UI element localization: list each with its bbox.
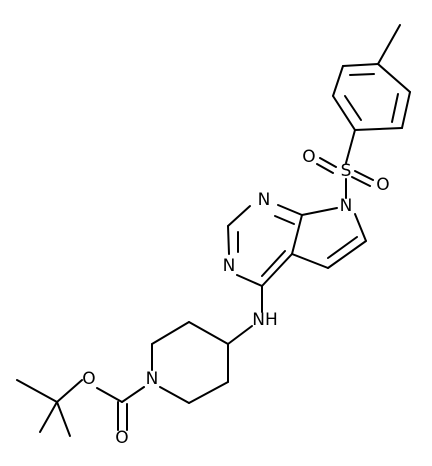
bond-Oester-Ctbu — [56, 379, 83, 403]
bond-Npip-Ccarb — [121, 386, 145, 403]
bond-pip-2 — [151, 321, 190, 345]
bond-S-O2-a — [354, 170, 374, 181]
bond-tol-2b — [391, 93, 399, 123]
atom-label-N1: N — [258, 190, 271, 210]
bond-pip-1 — [188, 321, 229, 345]
bond-tol-6b — [349, 73, 375, 76]
bond-pip-5 — [188, 381, 229, 404]
bond-C7a-N7 — [301, 207, 338, 216]
bond-Ccarb-Oester — [96, 387, 123, 403]
bond-C7a-N1 — [277, 204, 303, 216]
bond-tol-5 — [332, 65, 344, 97]
atom-label-N7: N — [340, 196, 353, 216]
bond-N1-C2 — [227, 205, 251, 227]
bond-tol-3 — [354, 127, 403, 131]
bond-C6-C5 — [327, 240, 367, 269]
bond-tol-1 — [377, 63, 411, 93]
bond-tol-4b — [344, 95, 362, 121]
atom-label-O-carbonyl: O — [115, 428, 128, 448]
atom-label-O2: O — [376, 175, 389, 195]
atom-label-O-ester: O — [82, 369, 95, 389]
bond-pip-4 — [159, 386, 190, 404]
bond-N3-C4 — [236, 274, 263, 287]
atom-label-N3: N — [223, 256, 236, 276]
bond-tol-6 — [342, 63, 379, 67]
bond-ring-S — [345, 129, 356, 164]
bond-tol-2 — [401, 91, 411, 129]
bond-N7-C6 — [354, 213, 367, 242]
bond-tbu-3 — [56, 401, 71, 437]
bond-tol-4 — [332, 95, 356, 131]
bond-C4a-C7a — [291, 214, 303, 255]
bond-C4-C4a-b — [261, 250, 286, 277]
bond-C6-C5-b — [327, 236, 358, 259]
bond-tbu-1 — [16, 379, 58, 403]
bond-C5-C4a — [291, 253, 329, 269]
atom-label-N-piperidine: N — [146, 369, 159, 389]
atom-label-NH: NH — [252, 310, 278, 330]
bond-tbu-2 — [39, 401, 58, 433]
atom-label-O1: O — [302, 147, 315, 167]
bond-C7a-N1-b — [274, 215, 295, 225]
bond-S-O1-a — [319, 157, 337, 168]
atom-label-S: S — [341, 161, 352, 181]
bond-methyl — [377, 24, 401, 65]
bond-C2-N3 — [227, 225, 230, 255]
bond-S-O1-b — [316, 163, 334, 174]
bond-C4-C4a — [261, 253, 293, 287]
bond-NH-CHpip — [227, 325, 253, 345]
bond-S-O2-b — [351, 176, 371, 187]
